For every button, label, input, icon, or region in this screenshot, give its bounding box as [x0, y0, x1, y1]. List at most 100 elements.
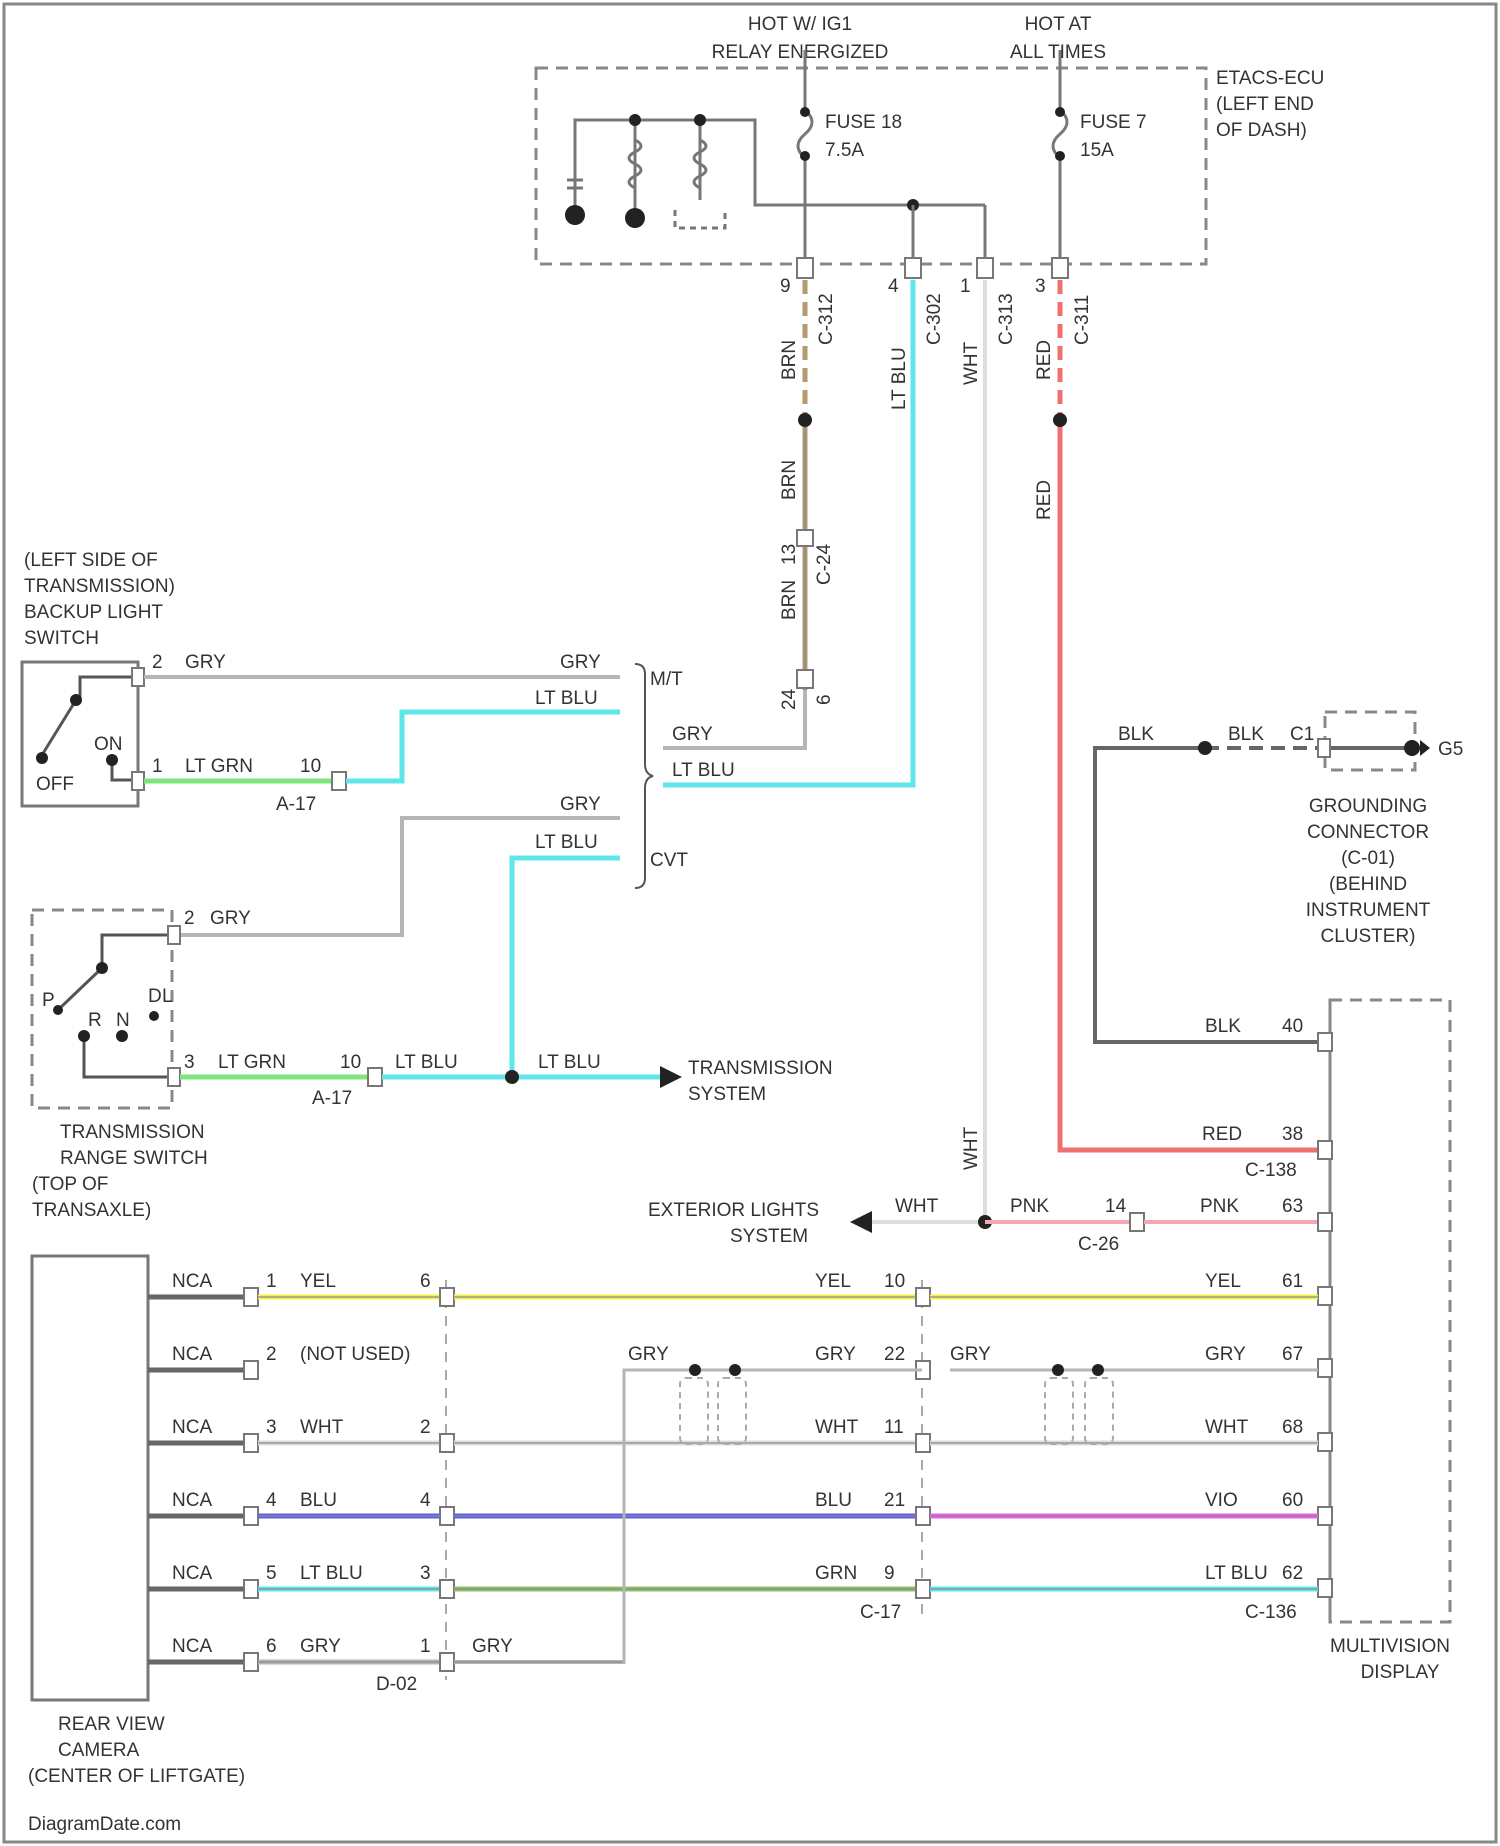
camera-pin-label: 2 — [266, 1344, 277, 1365]
display-wire-label: YEL — [1205, 1271, 1241, 1292]
exterior-lights-2: SYSTEM — [730, 1226, 808, 1247]
camera-pin — [244, 1361, 258, 1379]
range-pos-p: P — [42, 990, 55, 1011]
backup-on-label: ON — [94, 734, 123, 755]
range-ltblu-label-1: LT BLU — [395, 1052, 458, 1073]
right-wire-label: BLU — [815, 1490, 852, 1511]
mid-pin-label: 4 — [420, 1490, 431, 1511]
mid-gry-label: GRY — [472, 1636, 513, 1657]
right-pin-label: 21 — [884, 1490, 905, 1511]
right-pin-label: 10 — [884, 1271, 905, 1292]
exterior-lights-arrow-icon — [850, 1211, 872, 1233]
camera-wire-label: YEL — [300, 1271, 336, 1292]
conn-c17: C-17 — [860, 1602, 901, 1623]
right-connector-pin — [916, 1507, 930, 1525]
red-label-mid: RED — [1034, 480, 1055, 520]
mt-gry-label: GRY — [672, 724, 713, 745]
range-pos-n: N — [116, 1010, 130, 1031]
display-wire-label: WHT — [1205, 1417, 1249, 1438]
ground-label-5: INSTRUMENT — [1306, 900, 1431, 921]
brn-label-2: BRN — [779, 460, 800, 500]
display-pin-label: 61 — [1282, 1271, 1303, 1292]
display-pin-63: 63 — [1282, 1196, 1303, 1217]
nca-label: NCA — [172, 1344, 212, 1365]
mid-connector-pin — [440, 1288, 454, 1306]
range-pos-l: L — [162, 986, 173, 1007]
pnk-label-2: PNK — [1200, 1196, 1239, 1217]
camera-pin — [244, 1288, 258, 1306]
right-wire-label: YEL — [815, 1271, 851, 1292]
blk-label-2: BLK — [1228, 724, 1264, 745]
range-loc-2: RANGE SWITCH — [60, 1148, 208, 1169]
transmission-system-1: TRANSMISSION — [688, 1058, 833, 1079]
camera-pin-label: 3 — [266, 1417, 277, 1438]
camera-wire-label: LT BLU — [300, 1563, 363, 1584]
pin-1: 1 — [960, 276, 971, 297]
c26-pin: 14 — [1105, 1196, 1127, 1217]
display-pin-label: 62 — [1282, 1563, 1303, 1584]
mt-ltblu-label: LT BLU — [672, 760, 735, 781]
backup-loc-2: TRANSMISSION) — [24, 576, 175, 597]
rear-view-camera-box — [32, 1256, 148, 1700]
c24-conn: C-24 — [814, 543, 835, 585]
exterior-lights-1: EXTERIOR LIGHTS — [648, 1200, 819, 1221]
fuse7-name: FUSE 7 — [1080, 112, 1147, 133]
camera-pin-label: 6 — [266, 1636, 277, 1657]
display-pin-38: 38 — [1282, 1124, 1303, 1145]
backup-loc-1: (LEFT SIDE OF — [24, 550, 158, 571]
backup-loc-3: BACKUP LIGHT — [24, 602, 163, 623]
range-gry-label: GRY — [210, 908, 251, 929]
camera-pin-label: 4 — [266, 1490, 277, 1511]
camera-label-1: REAR VIEW — [58, 1714, 165, 1735]
conn-d02: D-02 — [376, 1674, 417, 1695]
cvt-ltblu-label: LT BLU — [535, 832, 598, 853]
transmission-arrow-icon — [660, 1066, 682, 1088]
conn-c313: C-313 — [996, 293, 1017, 345]
right-connector-pin — [916, 1580, 930, 1598]
transmission-system-2: SYSTEM — [688, 1084, 766, 1105]
camera-pin — [244, 1507, 258, 1525]
nca-label: NCA — [172, 1636, 212, 1657]
all-times-label: ALL TIMES — [1010, 42, 1106, 63]
mid-pin-label: 1 — [420, 1636, 431, 1657]
backup-gry-label: GRY — [185, 652, 226, 673]
brn-label-3: BRN — [779, 580, 800, 620]
right-pin-label: 9 — [884, 1563, 895, 1584]
right-connector-pin — [916, 1288, 930, 1306]
camera-pin-label: 1 — [266, 1271, 277, 1292]
pin-9: 9 — [780, 276, 791, 297]
range-a17-pin: 10 — [340, 1052, 361, 1073]
camera-pin — [244, 1434, 258, 1452]
mid-connector-pin — [440, 1653, 454, 1671]
multivision-display-box — [1330, 1000, 1450, 1622]
ground-label-1: GROUNDING — [1309, 796, 1427, 817]
range-loc-4: TRANSAXLE) — [32, 1200, 151, 1221]
right-wire-label: GRN — [815, 1563, 857, 1584]
backup-gry-right-label: GRY — [560, 652, 601, 673]
fuse7-rating: 15A — [1080, 140, 1114, 161]
mid-connector-pin — [440, 1507, 454, 1525]
camera-wire-label: GRY — [300, 1636, 341, 1657]
mid-connector-pin — [440, 1580, 454, 1598]
right-wire-label: WHT — [815, 1417, 859, 1438]
red-label-display: RED — [1202, 1124, 1242, 1145]
watermark: DiagramDate.com — [28, 1814, 181, 1835]
camera-label-2: CAMERA — [58, 1740, 140, 1761]
ground-label-6: CLUSTER) — [1320, 926, 1415, 947]
display-wire-label: VIO — [1205, 1490, 1238, 1511]
range-pos-r: R — [88, 1010, 102, 1031]
display-label-1: MULTIVISION — [1330, 1636, 1450, 1657]
etacs-label-3: OF DASH) — [1216, 120, 1307, 141]
fuse18-name: FUSE 18 — [825, 112, 902, 133]
range-pin3: 3 — [184, 1052, 195, 1073]
backup-a17-pin: 10 — [300, 756, 321, 777]
pin-6: 6 — [814, 694, 835, 705]
ground-g5: G5 — [1438, 739, 1463, 760]
conn-c311: C-311 — [1072, 295, 1093, 345]
backup-loc-4: SWITCH — [24, 628, 99, 649]
shield-gry-label-1: GRY — [628, 1344, 669, 1365]
grounding-box — [1325, 712, 1415, 770]
mid-pin-label: 3 — [420, 1563, 431, 1584]
ground-icon — [1420, 740, 1430, 756]
range-ltblu-label-2: LT BLU — [538, 1052, 601, 1073]
